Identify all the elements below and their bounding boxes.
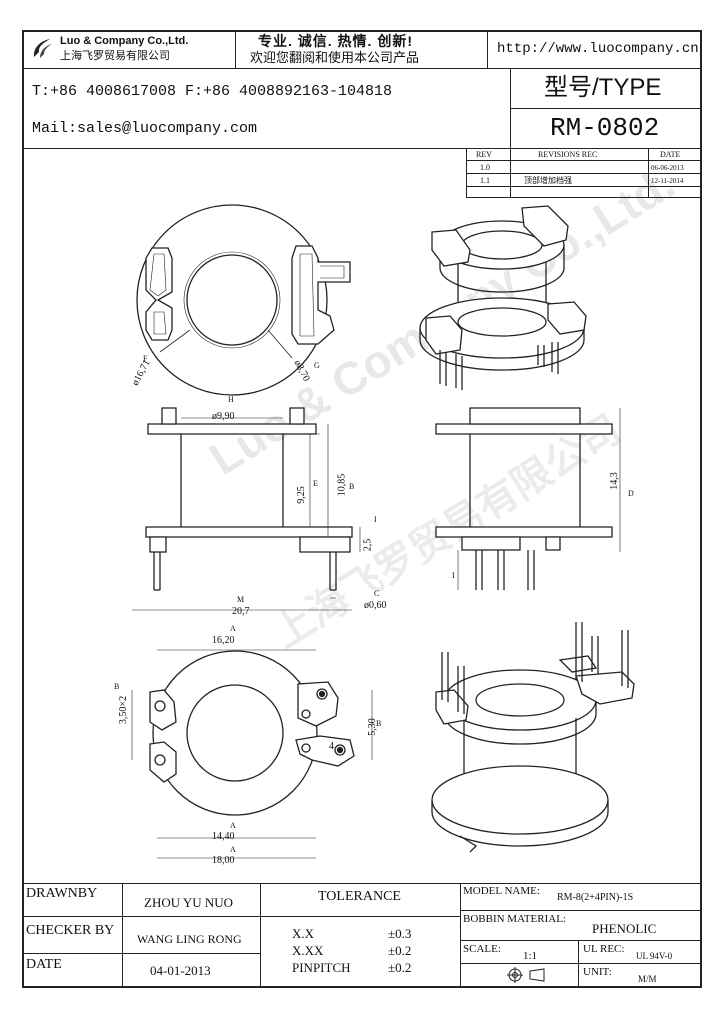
dim-width-20-7: 20,7 [232, 606, 250, 617]
iso-view-bottom [431, 622, 635, 853]
callout-a-3: A [230, 845, 236, 854]
callout-i-side: I [452, 571, 455, 580]
dim-width-18-00: 18,00 [212, 855, 235, 866]
drawnby-value: ZHOU YU NUO [144, 895, 234, 910]
callout-g: G [314, 361, 320, 370]
checker-value: WANG LING RONG [137, 932, 242, 946]
tol-xxx-label: X.XX [292, 943, 324, 958]
tol-xx-label: X.X [292, 926, 315, 941]
checker-label: CHECKER BY [26, 923, 115, 938]
dim-diameter-9-90: ø9,90 [212, 411, 235, 422]
email-text[interactable]: Mail:sales@luocompany.com [32, 120, 258, 137]
rev-row-1-date: 06-06-2013 [651, 164, 684, 172]
projection-symbol-icon [507, 967, 545, 983]
tol-xxx-value: ±0.2 [388, 943, 412, 958]
callout-e: E [313, 479, 318, 488]
phone-fax: T:+86 4008617008 F:+86 4008892163-104818 [32, 83, 393, 100]
callout-a-1: A [230, 624, 236, 633]
callout-c: C [374, 589, 380, 598]
rev-header-date: DATE [660, 150, 681, 159]
rev-header-rev: REV [476, 150, 492, 159]
unit-label: UNIT: [583, 966, 612, 978]
dim-vertical-3-50x2: 3,50×2 [118, 695, 130, 725]
rev-header-rec: REVISIONS REC [538, 150, 598, 159]
bobbin-material-label: BOBBIN MATERIAL: [463, 913, 566, 925]
type-label: 型号/TYPE [544, 74, 662, 101]
callout-m: M [237, 595, 245, 604]
scale-value: 1:1 [523, 950, 538, 962]
callout-a-2: A [230, 821, 236, 830]
tolerance-label: TOLERANCE [318, 889, 401, 904]
ul-rec-label: UL REC: [583, 943, 625, 955]
side-view [435, 407, 621, 590]
drawing-frame [22, 30, 702, 988]
header-vline-2 [487, 30, 488, 68]
drawnby-label: DRAWNBY [26, 886, 98, 901]
website-link[interactable]: http://www.luocompany.cn [497, 41, 699, 57]
type-box-divider [510, 108, 702, 109]
iso-view-top [419, 205, 587, 390]
company-name-cn: 上海飞罗贸易有限公司 [60, 50, 170, 62]
dim-diameter-0-60: ø0,60 [364, 600, 387, 611]
pin-label-4: 4 [329, 741, 334, 752]
rev-row-2-rev: 1.1 [480, 176, 490, 185]
rev-row-1-rev: 1.0 [480, 163, 490, 172]
bobbin-material-value: PHENOLIC [592, 921, 657, 936]
callout-d: D [628, 489, 634, 498]
company-name-en: Luo & Company Co.,Ltd. [60, 35, 189, 47]
callout-f: F [143, 354, 148, 363]
tol-xx-value: ±0.3 [388, 926, 412, 941]
model-name-value: RM-8(2+4PIN)-1S [557, 892, 634, 903]
unit-value: M/M [638, 974, 657, 984]
dim-height-10-85: 10,85 [336, 473, 348, 497]
header-divider [22, 68, 702, 69]
rev-row-2-date: 12-11-2014 [651, 177, 684, 185]
ul-rec-value: UL 94V-0 [636, 951, 673, 961]
callout-b: B [349, 482, 355, 491]
bottom-view [131, 609, 373, 859]
header-vline-1 [235, 30, 236, 68]
dim-height-9-25: 9,25 [295, 486, 307, 504]
callout-b-right: B [376, 719, 382, 728]
rev-row-2-rec: 顶部增加档强 [524, 176, 572, 185]
tol-pinpitch-label: PINPITCH [292, 960, 351, 975]
model-name-label: MODEL NAME: [463, 885, 540, 897]
top-view [136, 204, 351, 396]
model-number: RM-0802 [550, 113, 660, 143]
info-divider [22, 148, 702, 149]
callout-b-left: B [114, 682, 120, 691]
slogan-line-1: 专业. 诚信. 热情. 创新! [258, 33, 413, 49]
company-logo-icon [33, 39, 52, 58]
dim-width-16-20: 16,20 [212, 635, 235, 646]
dim-height-14-3: 14,3 [608, 472, 620, 490]
slogan-line-2: 欢迎您翻阅和使用本公司产品 [250, 50, 420, 65]
dim-width-14-40: 14,40 [212, 831, 235, 842]
date-label: DATE [26, 957, 62, 972]
scale-label: SCALE: [463, 943, 501, 955]
callout-i: I [374, 515, 377, 524]
tol-pinpitch-value: ±0.2 [388, 960, 412, 975]
dim-height-2-5: 2,5 [362, 538, 374, 552]
front-view [145, 407, 361, 599]
callout-h: H [228, 395, 234, 404]
date-value: 04-01-2013 [150, 963, 211, 978]
